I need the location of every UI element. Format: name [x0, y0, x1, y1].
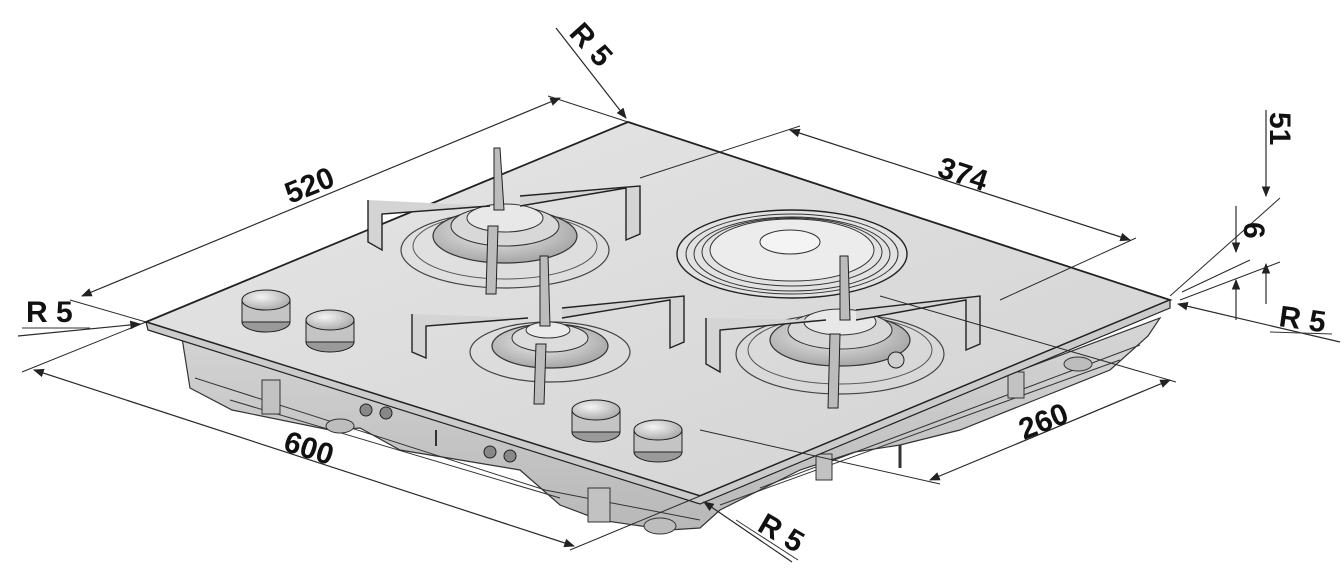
gas-burner-icon: [705, 255, 981, 409]
control-knob-icon: [571, 399, 621, 443]
radius-label-right: R 5: [1277, 300, 1328, 339]
control-knob-icon: [633, 419, 683, 463]
electric-hotplate-icon: [676, 209, 908, 299]
radius-label-left: R 5: [26, 296, 73, 329]
dimension-label-374: 374: [934, 151, 992, 198]
radius-right: R 5: [1176, 300, 1341, 343]
radius-left: R 5: [17, 296, 142, 337]
dimension-label-6: 6: [1237, 222, 1270, 239]
dimension-label-600: 600: [280, 425, 338, 472]
radius-label-bottom: R 5: [753, 507, 810, 559]
radius-bottom: R 5: [703, 501, 810, 563]
radius-top: R 5: [555, 17, 627, 119]
dimension-label-520: 520: [280, 161, 339, 210]
control-knob-icon: [305, 309, 355, 353]
dimension-51: 51: [1169, 110, 1296, 304]
dimension-6: 6: [1181, 206, 1270, 320]
control-knob-icon: [241, 289, 291, 333]
radius-label-top: R 5: [563, 17, 619, 74]
dimension-label-51: 51: [1263, 112, 1296, 145]
